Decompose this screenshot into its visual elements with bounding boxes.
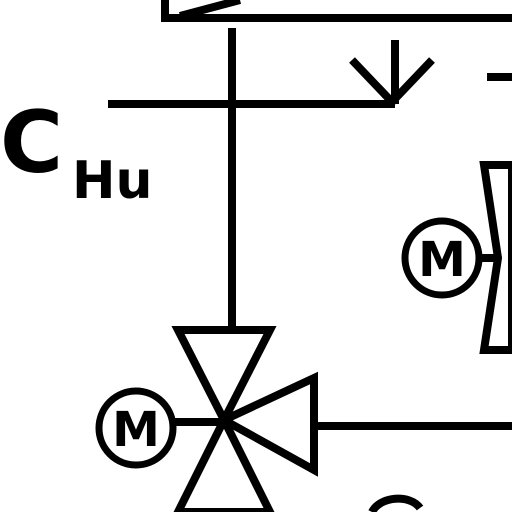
top-supply-line <box>161 0 512 22</box>
motor-actuator-icon: M <box>95 387 224 469</box>
three-way-valve-icon <box>171 326 318 512</box>
motor-label: M <box>418 232 466 288</box>
branch-line <box>108 40 399 108</box>
flow-arrow-icon <box>349 57 435 108</box>
main-label: C <box>0 93 63 193</box>
subscript-label: Hu <box>72 151 153 211</box>
motor-label: M <box>112 402 160 458</box>
motor-actuator-icon: M <box>401 217 500 299</box>
partial-bottom-glyph <box>368 494 424 512</box>
